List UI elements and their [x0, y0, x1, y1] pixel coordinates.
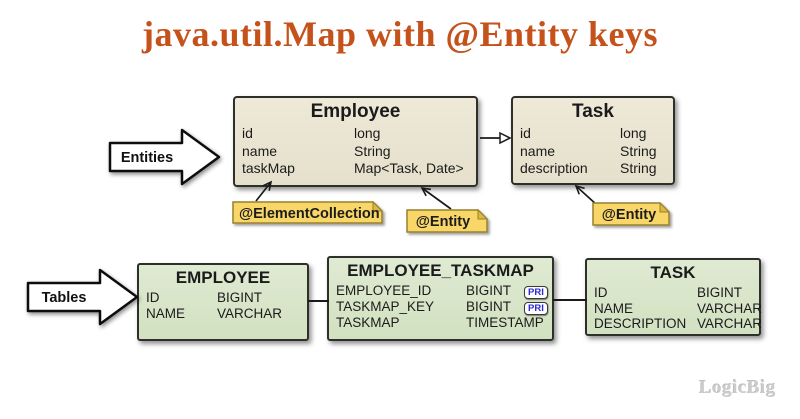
- entity-title: Task: [572, 101, 614, 122]
- table-title: EMPLOYEE: [175, 268, 271, 287]
- column-name: NAME: [146, 305, 186, 321]
- field-type: String: [354, 142, 391, 159]
- logicbig-watermark: LogicBig: [699, 377, 776, 398]
- field-row: name String: [520, 143, 666, 161]
- table-box-task: TASK ID BIGINT NAME VARCHAR DESCRIPTION …: [585, 258, 762, 336]
- column-row: TASKMAP_KEY BIGINT PRI: [336, 299, 548, 315]
- table-title: TASK: [650, 263, 696, 282]
- table-columns: EMPLOYEE_ID BIGINT PRI TASKMAP_KEY BIGIN…: [329, 283, 552, 331]
- entity-fields: id long name String taskMap Map<Task, Da…: [235, 125, 476, 178]
- field-name: id: [520, 125, 531, 141]
- column-type: VARCHAR: [697, 316, 763, 332]
- column-name: TASKMAP: [336, 315, 400, 330]
- entity-box-task: Task id long name String description Str…: [511, 96, 675, 185]
- column-name: ID: [146, 290, 160, 305]
- key-cell: PRI: [524, 299, 548, 315]
- column-row: NAME VARCHAR: [594, 300, 762, 317]
- field-name: id: [242, 125, 253, 141]
- field-row: description String: [520, 160, 666, 178]
- field-type: String: [620, 142, 657, 159]
- field-name: name: [242, 142, 278, 159]
- column-name: ID: [594, 285, 608, 300]
- table-box-employee: EMPLOYEE ID BIGINT NAME VARCHAR: [137, 263, 309, 341]
- field-row: id long: [520, 125, 666, 143]
- column-row: EMPLOYEE_ID BIGINT PRI: [336, 283, 548, 299]
- column-name: NAME: [594, 300, 634, 316]
- column-type: BIGINT: [217, 290, 263, 305]
- entity-fields: id long name String description String: [513, 125, 673, 178]
- field-name: taskMap: [242, 160, 295, 177]
- field-name: description: [520, 160, 588, 177]
- column-type: BIGINT: [697, 285, 743, 300]
- field-row: id long: [242, 125, 469, 143]
- field-row: taskMap Map<Task, Date>: [242, 160, 469, 178]
- entity-title: Employee: [310, 101, 401, 122]
- column-name: TASKMAP_KEY: [336, 299, 435, 315]
- key-cell: PRI: [524, 283, 548, 299]
- field-type: long: [354, 125, 381, 141]
- table-title: EMPLOYEE_TASKMAP: [347, 261, 534, 280]
- pri-badge: PRI: [524, 302, 548, 315]
- field-type: Map<Task, Date>: [354, 160, 464, 177]
- column-type: TIMESTAMP: [466, 315, 544, 330]
- column-name: EMPLOYEE_ID: [336, 283, 432, 299]
- entity-box-employee: Employee id long name String taskMap Map…: [233, 96, 478, 187]
- table-columns: ID BIGINT NAME VARCHAR: [139, 290, 307, 321]
- column-row: NAME VARCHAR: [146, 306, 300, 322]
- column-row: ID BIGINT: [594, 285, 752, 301]
- pri-badge: PRI: [524, 286, 548, 299]
- column-type: VARCHAR: [217, 305, 283, 321]
- field-type: long: [620, 125, 647, 141]
- table-box-employee-taskmap: EMPLOYEE_TASKMAP EMPLOYEE_ID BIGINT PRI …: [327, 256, 554, 341]
- field-name: name: [520, 142, 556, 159]
- column-type: BIGINT: [466, 299, 512, 315]
- diagram-title: java.util.Map with @Entity keys: [141, 14, 659, 54]
- table-columns: ID BIGINT NAME VARCHAR DESCRIPTION VARCH…: [587, 285, 762, 332]
- column-row: TASKMAP TIMESTAMP: [336, 315, 545, 331]
- column-type: BIGINT: [466, 283, 512, 299]
- field-row: name String: [242, 143, 469, 161]
- column-name: DESCRIPTION: [594, 316, 687, 332]
- column-row: ID BIGINT: [146, 290, 300, 306]
- column-row: DESCRIPTION VARCHAR: [594, 316, 762, 332]
- field-type: String: [620, 160, 657, 177]
- column-type: VARCHAR: [697, 300, 763, 316]
